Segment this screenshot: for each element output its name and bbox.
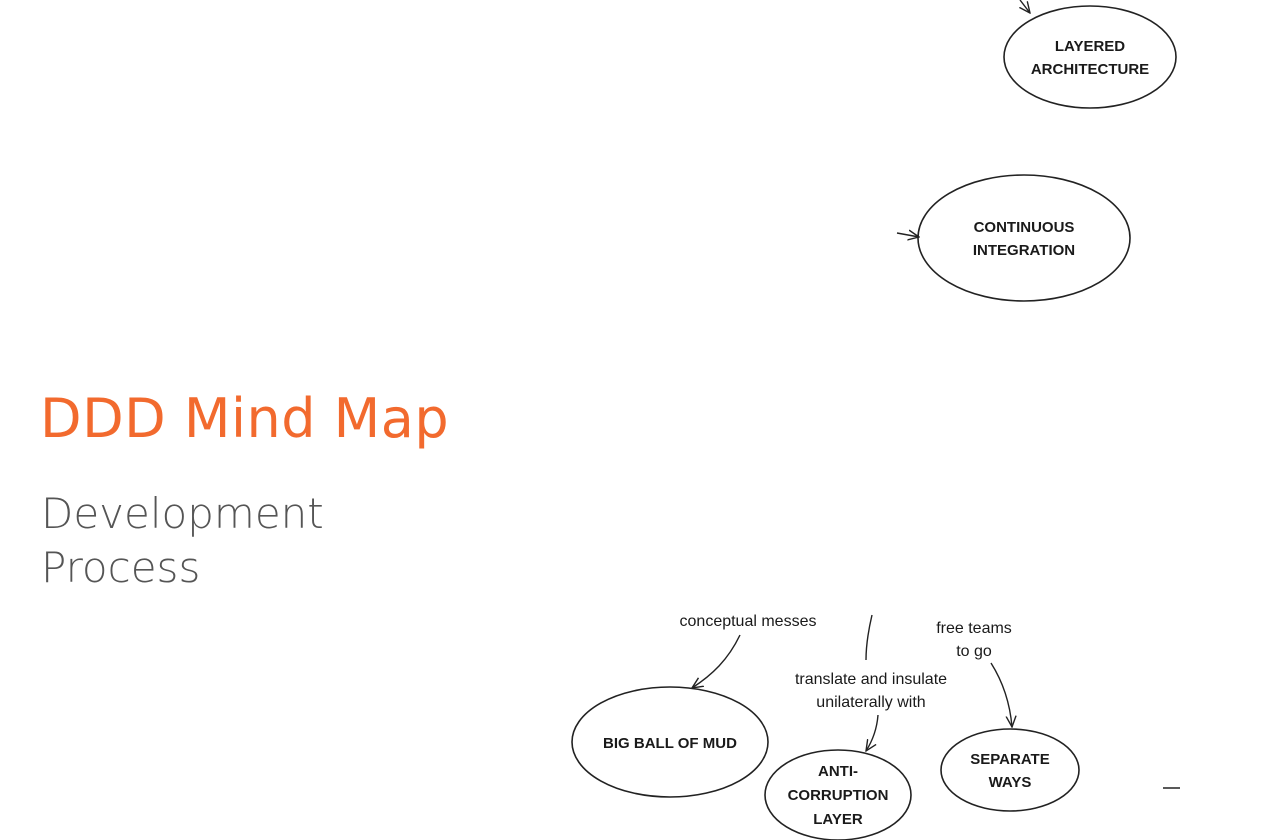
edge-label-translate-2: unilaterally with <box>816 694 925 711</box>
node-anti-corruption-layer-label-3: LAYER <box>813 811 863 828</box>
node-continuous-integration-shape <box>917 174 1131 302</box>
node-big-ball-of-mud-label: BIG BALL OF MUD <box>603 735 737 752</box>
node-separate-ways-label-2: WAYS <box>989 774 1032 791</box>
slide-subtitle: Development Process <box>41 487 324 595</box>
node-continuous-integration-label-2: INTEGRATION <box>973 242 1075 259</box>
node-separate-ways-label-1: SEPARATE <box>970 751 1049 768</box>
edge-into-continuous-integration <box>896 233 919 237</box>
node-big-ball-of-mud-shape <box>571 686 769 798</box>
node-anti-corruption-layer-label-1: ANTI- <box>818 763 858 780</box>
edge-label-translate-1: translate and insulate <box>795 671 947 688</box>
node-continuous-integration: CONTINUOUS INTEGRATION <box>896 174 1131 302</box>
node-separate-ways-shape <box>940 728 1080 812</box>
edge-to-separate-ways <box>990 662 1012 727</box>
slide-title: DDD Mind Map <box>40 387 450 450</box>
node-layered-architecture: LAYERED ARCHITECTURE <box>1003 0 1177 109</box>
edge-label-conceptual-messes: conceptual messes <box>680 613 817 630</box>
edge-label-free-teams-2: to go <box>956 643 992 660</box>
edge-to-big-ball-of-mud <box>692 634 741 688</box>
node-separate-ways: SEPARATE WAYS <box>940 728 1080 812</box>
node-big-ball-of-mud: BIG BALL OF MUD <box>571 686 769 798</box>
edge-to-anti-corruption-layer-lower <box>866 714 879 751</box>
node-layered-architecture-label-2: ARCHITECTURE <box>1031 61 1149 78</box>
node-anti-corruption-layer: ANTI- CORRUPTION LAYER <box>764 749 912 840</box>
node-layered-architecture-label-1: LAYERED <box>1055 38 1125 55</box>
edge-to-anti-corruption-layer <box>865 614 873 661</box>
subtitle-line-1: Development <box>41 489 324 538</box>
node-continuous-integration-label-1: CONTINUOUS <box>974 219 1075 236</box>
node-layered-architecture-shape <box>1003 5 1177 109</box>
node-anti-corruption-layer-shape <box>764 749 912 840</box>
edge-label-free-teams-1: free teams <box>936 620 1012 637</box>
edge-into-layered-architecture <box>1020 0 1030 13</box>
subtitle-line-2: Process <box>41 543 201 592</box>
node-anti-corruption-layer-label-2: CORRUPTION <box>788 787 889 804</box>
